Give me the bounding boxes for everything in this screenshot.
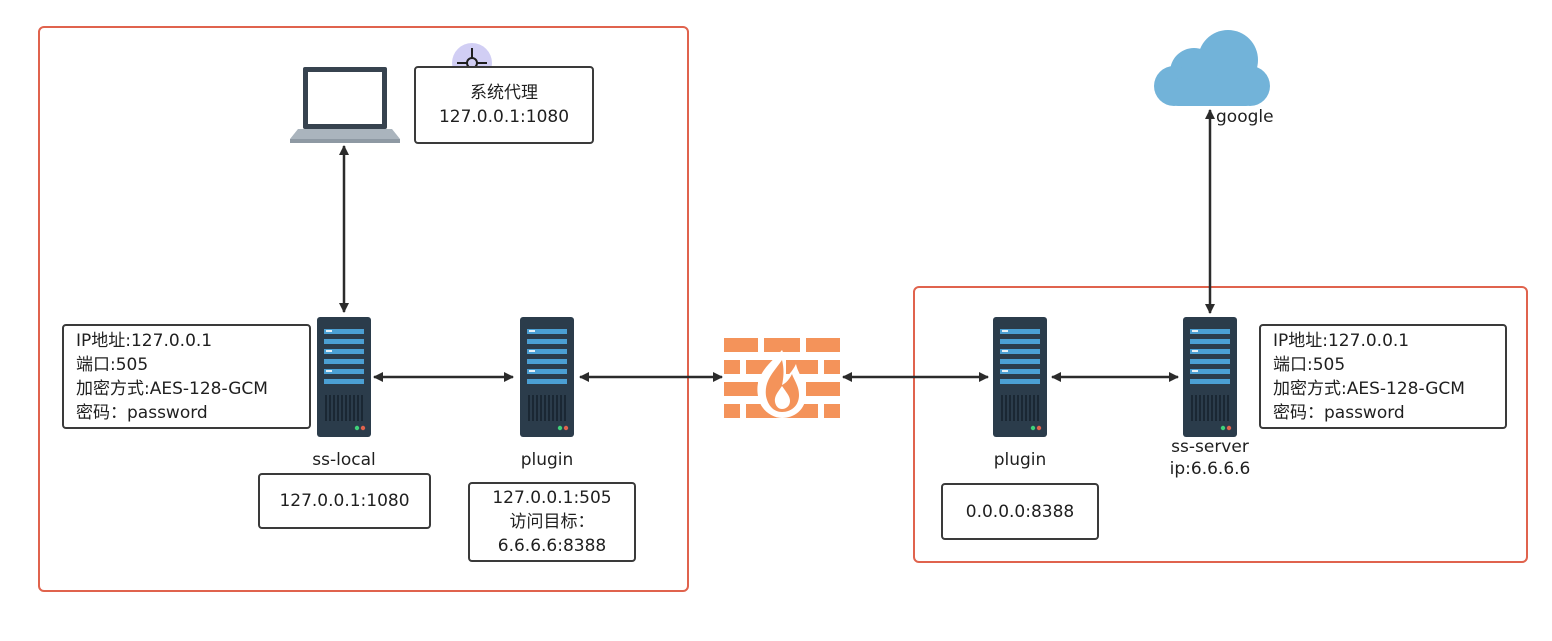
server-icon bbox=[1183, 317, 1237, 437]
local-config-note: IP地址:127.0.0.1 端口:505 加密方式:AES-128-GCM 密… bbox=[62, 324, 311, 429]
remote-plugin-label: plugin bbox=[993, 450, 1047, 470]
ss-local-address: 127.0.0.1:1080 bbox=[279, 491, 410, 511]
server-ip: IP地址:127.0.0.1 bbox=[1273, 331, 1410, 351]
ss-local-address-box: 127.0.0.1:1080 bbox=[258, 473, 431, 529]
local-group bbox=[38, 26, 689, 592]
ss-local-label: ss-local bbox=[312, 450, 376, 470]
cloud-label: google bbox=[1216, 107, 1274, 127]
server-cipher: 加密方式:AES-128-GCM bbox=[1273, 379, 1465, 399]
server-password: 密码：password bbox=[1273, 403, 1405, 423]
server-icon bbox=[317, 317, 371, 437]
ss-server-name: ss-server bbox=[1171, 437, 1249, 457]
remote-plugin-address-box: 0.0.0.0:8388 bbox=[941, 483, 1099, 540]
system-proxy-address: 127.0.0.1:1080 bbox=[438, 107, 570, 127]
remote-group bbox=[913, 286, 1528, 563]
laptop-icon bbox=[290, 67, 400, 143]
cloud-icon bbox=[1154, 30, 1270, 106]
local-plugin-label: plugin bbox=[520, 450, 574, 470]
local-plugin-target: 6.6.6.6:8388 bbox=[497, 536, 607, 556]
remote-plugin-address: 0.0.0.0:8388 bbox=[965, 501, 1075, 522]
local-plugin-note: 127.0.0.1:505 访问目标： 6.6.6.6:8388 bbox=[468, 482, 636, 562]
server-port: 端口:505 bbox=[1273, 355, 1346, 375]
local-plugin-address: 127.0.0.1:505 bbox=[492, 488, 612, 508]
server-icon bbox=[993, 317, 1047, 437]
local-cipher: 加密方式:AES-128-GCM bbox=[76, 379, 268, 399]
server-config-note: IP地址:127.0.0.1 端口:505 加密方式:AES-128-GCM 密… bbox=[1259, 324, 1507, 429]
local-ip: IP地址:127.0.0.1 bbox=[76, 331, 213, 351]
local-password: 密码：password bbox=[76, 403, 208, 423]
system-proxy-note: 系统代理 127.0.0.1:1080 bbox=[414, 66, 594, 144]
local-plugin-target-label: 访问目标： bbox=[509, 512, 595, 532]
local-port: 端口:505 bbox=[76, 355, 149, 375]
ss-server-label: ss-server ip:6.6.6.6 bbox=[1160, 436, 1260, 480]
server-icon bbox=[520, 317, 574, 437]
firewall-icon bbox=[724, 338, 840, 418]
system-proxy-title: 系统代理 bbox=[470, 83, 538, 103]
ss-server-ip: ip:6.6.6.6 bbox=[1169, 459, 1251, 479]
